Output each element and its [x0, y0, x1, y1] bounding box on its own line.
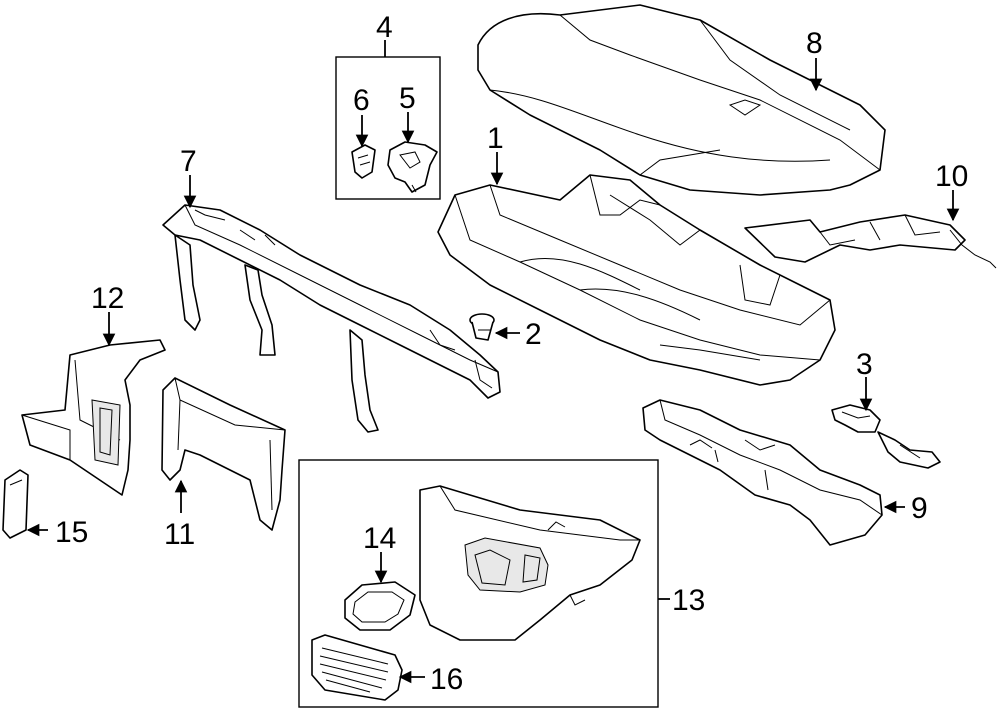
callout-2: 2 [525, 318, 542, 351]
part-14-bezel[interactable] [344, 581, 416, 631]
part-15-cover[interactable] [2, 469, 29, 539]
group-box-4 [335, 56, 441, 200]
callout-9: 9 [911, 492, 928, 525]
part-7-frame-crossbar[interactable] [162, 204, 501, 433]
callout-13: 13 [672, 584, 705, 617]
callout-5: 5 [399, 82, 416, 115]
part-16-grille[interactable] [311, 634, 403, 701]
callout-11: 11 [164, 518, 195, 551]
callout-16: 16 [430, 663, 463, 696]
part-10-seat-heater[interactable] [744, 214, 997, 269]
callout-3: 3 [856, 348, 873, 381]
callout-4: 4 [376, 11, 393, 44]
part-12-side-trim[interactable] [21, 339, 166, 496]
part-8-seat-back-cushion[interactable] [477, 4, 886, 196]
callout-15: 15 [55, 516, 88, 549]
part-2-grommet[interactable] [469, 313, 495, 341]
callout-8: 8 [806, 27, 823, 60]
part-3-latch-bracket[interactable] [831, 404, 941, 469]
callout-1: 1 [487, 122, 504, 155]
callout-12: 12 [91, 282, 124, 315]
part-13-console-trim[interactable] [419, 485, 641, 641]
callout-10: 10 [935, 160, 968, 193]
part-5-bracket[interactable] [387, 141, 438, 193]
part-9-lower-trim[interactable] [642, 399, 883, 546]
callout-6: 6 [353, 84, 370, 117]
part-1-seat-cushion-frame[interactable] [437, 174, 836, 386]
callout-14: 14 [363, 522, 396, 555]
group-box-13 [298, 459, 659, 708]
part-11-center-trim[interactable] [161, 377, 286, 531]
part-6-clip[interactable] [351, 144, 376, 179]
callout-7: 7 [180, 145, 197, 178]
